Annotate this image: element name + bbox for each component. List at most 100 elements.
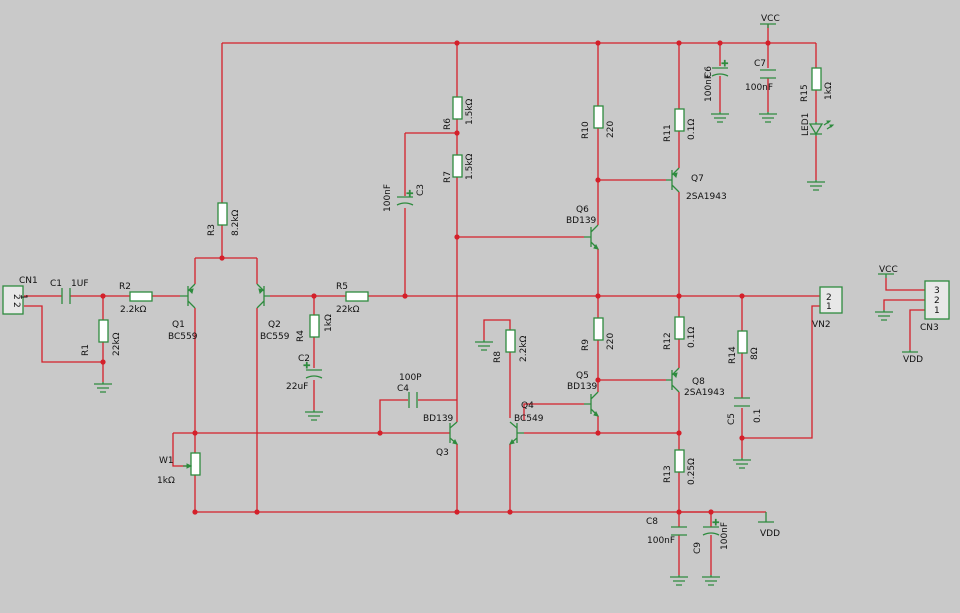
value-label: 22uF bbox=[286, 382, 308, 392]
junction-dot bbox=[739, 293, 745, 299]
resistor-r12[interactable]: R12 0.1Ω bbox=[663, 316, 697, 350]
ref-label: Q5 bbox=[576, 371, 589, 381]
resistor-r8[interactable]: R8 2.2kΩ bbox=[493, 329, 529, 363]
transistor-q5[interactable]: Q5 BD139 bbox=[567, 371, 599, 417]
transistor-q1[interactable]: Q1 BC559 bbox=[168, 283, 198, 342]
transistor-q2[interactable]: Q2 BC559 bbox=[256, 283, 290, 342]
junction-dot bbox=[595, 293, 601, 299]
ref-label: R1 bbox=[81, 344, 91, 356]
resistor-r13[interactable]: R13 0.25Ω bbox=[663, 449, 697, 485]
ref-label: Q4 bbox=[521, 401, 534, 411]
cn3-vcc-symbol: VCC bbox=[878, 265, 898, 278]
value-label: 1.5kΩ bbox=[465, 153, 475, 180]
ref-label: C4 bbox=[397, 384, 409, 394]
capacitor-c4[interactable]: 100P C4 bbox=[397, 373, 422, 408]
value-label: 100nF bbox=[745, 83, 773, 93]
value-label: 0.1Ω bbox=[687, 119, 697, 140]
ref-label: C6 bbox=[704, 66, 714, 78]
connector-vn2[interactable]: 2 1 VN2 bbox=[812, 286, 843, 330]
potentiometer-w1[interactable]: W1 1kΩ bbox=[157, 452, 201, 486]
resistor-r1[interactable]: R1 22kΩ bbox=[81, 319, 122, 356]
ground-icon bbox=[702, 575, 720, 586]
value-label: 1kΩ bbox=[324, 314, 334, 332]
junction-dot bbox=[377, 430, 383, 436]
part-label: BC559 bbox=[168, 332, 198, 342]
part-label: BD139 bbox=[423, 414, 454, 424]
ref-label: R7 bbox=[443, 171, 453, 183]
ground-icon bbox=[670, 575, 688, 586]
junction-dot bbox=[595, 430, 601, 436]
ref-label: R14 bbox=[728, 346, 738, 364]
ref-label: Q8 bbox=[692, 377, 705, 387]
resistor-r9[interactable]: R9 220 bbox=[581, 317, 616, 351]
resistor-r11[interactable]: R11 0.1Ω bbox=[663, 108, 697, 142]
transistor-q4[interactable]: Q4 BC549 bbox=[509, 401, 544, 445]
junction-dot bbox=[100, 359, 106, 365]
ref-label: C3 bbox=[416, 184, 426, 196]
resistor-r6[interactable]: R6 1.5kΩ bbox=[443, 96, 475, 130]
pin-label: 3 bbox=[934, 286, 940, 296]
part-label: 2SA1943 bbox=[686, 192, 727, 202]
capacitor-c1[interactable]: C1 1UF bbox=[50, 279, 89, 304]
capacitor-c9[interactable]: + C9 100nF bbox=[693, 518, 730, 555]
transistor-q3[interactable]: BD139 Q3 bbox=[423, 414, 458, 458]
pin-label: 2 bbox=[11, 294, 21, 300]
value-label: 100nF bbox=[647, 536, 675, 546]
pin-label: 2 bbox=[11, 302, 21, 308]
resistor-r7[interactable]: R7 1.5kΩ bbox=[443, 153, 475, 183]
ref-label: R11 bbox=[663, 124, 673, 142]
polarity-plus-icon: + bbox=[406, 189, 414, 199]
capacitor-c6[interactable]: + C6 100nF bbox=[704, 59, 729, 103]
resistor-r2[interactable]: R2 2.2kΩ bbox=[119, 282, 153, 315]
ref-label: Q1 bbox=[172, 320, 185, 330]
capacitor-c8[interactable]: C8 100nF bbox=[646, 517, 687, 546]
ref-label: R8 bbox=[493, 351, 503, 363]
ground-icon bbox=[475, 340, 493, 351]
junction-dot bbox=[454, 509, 460, 515]
transistor-q7[interactable]: Q7 2SA1943 bbox=[666, 167, 727, 202]
ref-label: W1 bbox=[159, 456, 174, 466]
value-label: 1kΩ bbox=[824, 82, 834, 100]
vdd-power-symbol: VDD bbox=[758, 512, 780, 539]
connector-cn1[interactable]: CN1 1 2 2 bbox=[2, 276, 38, 315]
value-label: 2.2kΩ bbox=[519, 335, 529, 362]
transistor-q6[interactable]: Q6 BD139 bbox=[566, 205, 599, 250]
junction-dot bbox=[311, 293, 317, 299]
resistor-r4[interactable]: R4 1kΩ bbox=[296, 314, 334, 342]
value-label: 100P bbox=[399, 373, 422, 383]
junction-dot bbox=[676, 430, 682, 436]
led-led1[interactable]: LED1 bbox=[801, 113, 835, 136]
junction-dot bbox=[765, 40, 771, 46]
part-label: BD139 bbox=[566, 216, 597, 226]
part-label: 2SA1943 bbox=[684, 388, 725, 398]
value-label: 8.2kΩ bbox=[231, 209, 241, 236]
value-label: 220 bbox=[606, 333, 616, 350]
transistor-q8[interactable]: Q8 2SA1943 bbox=[666, 367, 725, 398]
junction-dot bbox=[219, 255, 225, 261]
vcc-power-symbol: VCC bbox=[760, 14, 780, 28]
junction-dot bbox=[595, 177, 601, 183]
resistor-r15[interactable]: R15 1kΩ bbox=[800, 67, 834, 102]
resistor-r5[interactable]: R5 22kΩ bbox=[336, 282, 369, 315]
capacitor-c3[interactable]: + 100nF C3 bbox=[383, 184, 426, 212]
resistor-r3[interactable]: R3 8.2kΩ bbox=[207, 202, 241, 236]
connector-name: VN2 bbox=[812, 320, 831, 330]
capacitor-c2[interactable]: + C2 22uF bbox=[286, 354, 323, 392]
capacitor-c7[interactable]: C7 100nF bbox=[745, 59, 776, 93]
junction-dot bbox=[100, 293, 106, 299]
pin-label: 2 bbox=[826, 293, 832, 303]
capacitor-c5[interactable]: C5 0.1 bbox=[727, 397, 763, 425]
pin-label: 1 bbox=[934, 306, 940, 316]
connector-cn3[interactable]: 3 2 1 CN3 bbox=[920, 280, 950, 333]
wires bbox=[24, 24, 925, 575]
value-label: 1kΩ bbox=[157, 476, 175, 486]
junction-dot bbox=[454, 130, 460, 136]
resistor-r14[interactable]: R14 8Ω bbox=[728, 330, 760, 364]
polarity-plus-icon: + bbox=[721, 59, 729, 69]
cn3-vdd-symbol: VDD bbox=[902, 350, 923, 365]
pin-label: 1 bbox=[18, 294, 28, 300]
part-label: BC549 bbox=[514, 414, 544, 424]
ref-label: R12 bbox=[663, 332, 673, 350]
resistor-r10[interactable]: R10 220 bbox=[581, 105, 616, 139]
